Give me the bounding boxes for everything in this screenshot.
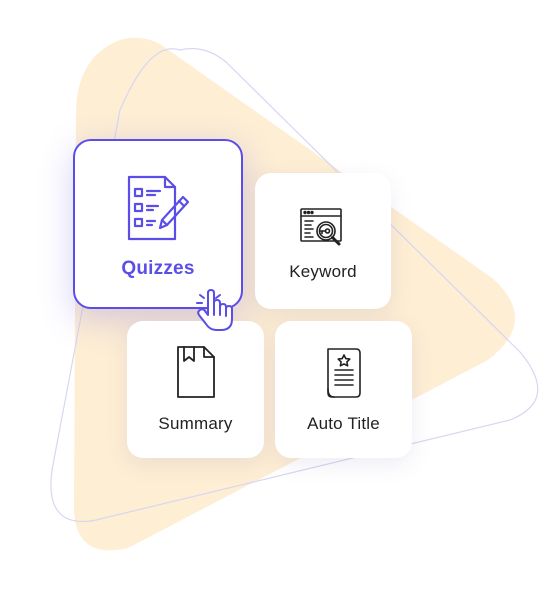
auto-title-label: Auto Title [307, 414, 380, 433]
summary-label: Summary [158, 414, 233, 433]
quiz-checklist-icon [127, 175, 190, 241]
play-triangle-outline [50, 47, 539, 522]
bookmark-document-icon [176, 346, 215, 398]
hand-pointer-icon [196, 289, 233, 331]
certificate-document-icon [326, 348, 361, 398]
keyword-label: Keyword [289, 262, 357, 281]
keyword-search-icon [300, 208, 342, 246]
quizzes-label: Quizzes [121, 258, 195, 279]
auto-title-card[interactable]: Auto Title [275, 321, 412, 458]
keyword-card[interactable]: Keyword [255, 173, 391, 309]
quizzes-card[interactable]: Quizzes [73, 139, 243, 309]
summary-card[interactable]: Summary [127, 321, 264, 458]
